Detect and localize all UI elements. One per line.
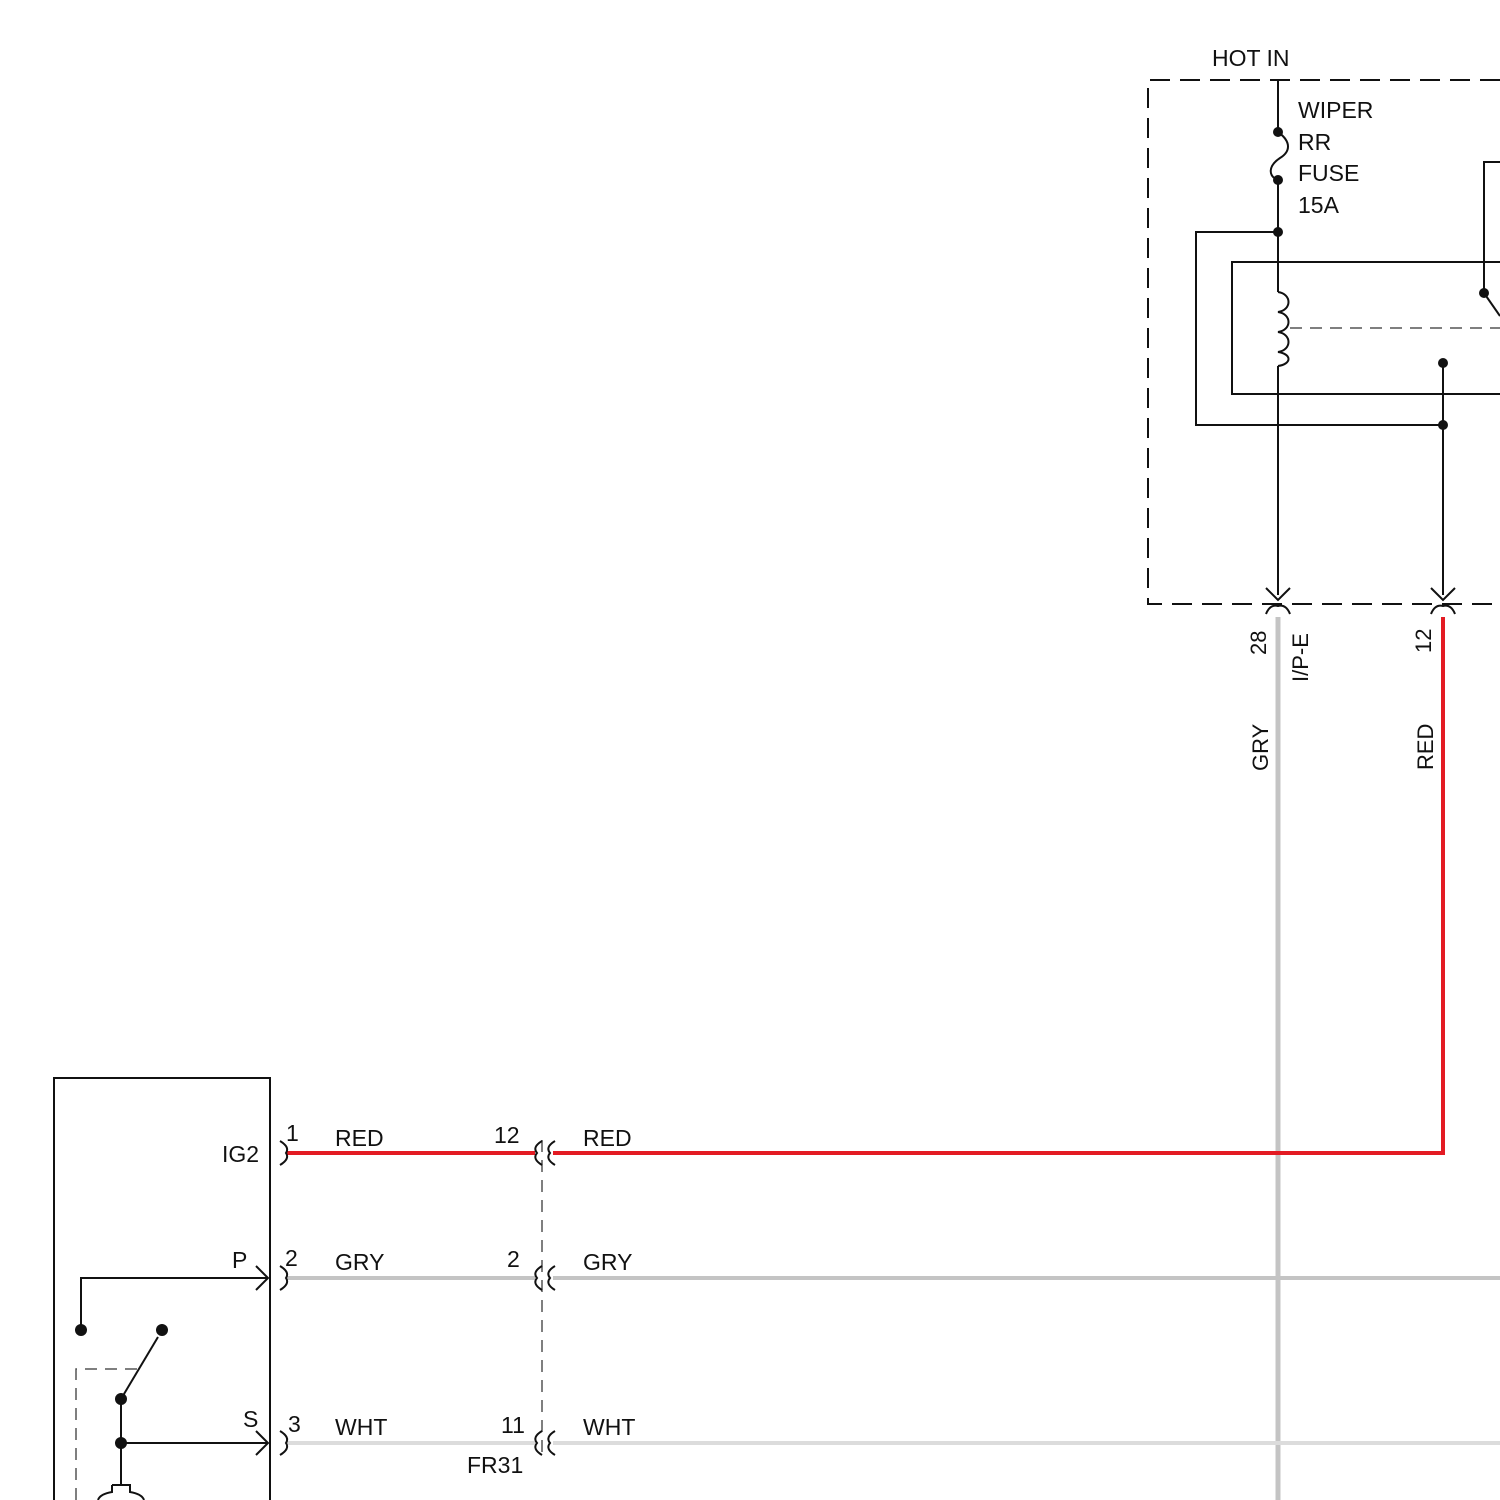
wires [287,617,1500,1500]
switch-linkage [76,1369,138,1500]
fr31-pin-12-icon [535,1141,555,1165]
fr31-pin-12-number: 12 [494,1122,520,1148]
module-red-label: RED [335,1125,384,1151]
module-pin-3-number: 3 [288,1411,301,1437]
gry-color-label-vertical: GRY [1248,723,1273,771]
terminal-ig2-label: IG2 [222,1141,259,1167]
fuse-block-dashed-border [1148,80,1500,604]
connector-ipe-label: I/P-E [1288,633,1313,682]
module-gry-label: GRY [335,1249,384,1275]
hot-in-label: HOT IN [1212,45,1290,71]
switch-module: IG2 P S 1 2 3 RED GRY WHT [54,1078,387,1500]
harness-red-label: RED [583,1125,632,1151]
fuse-icon [1271,132,1288,180]
fr31-pin-2-icon [535,1266,555,1290]
inline-connector-fr31: 12 2 11 FR31 RED GRY WHT [467,1122,635,1478]
fuse-label-line-4: 15A [1298,192,1340,218]
harness-wht-label: WHT [583,1414,635,1440]
fuse-block: HOT IN WIPER RR FUSE 15A [1148,45,1500,771]
module-wht-label: WHT [335,1414,387,1440]
fuse-label-line-1: WIPER [1298,97,1373,123]
pin-28-label: 28 [1246,631,1271,655]
module-pin-2-number: 2 [285,1245,298,1271]
terminal-p-label: P [232,1247,247,1273]
red-wire-vertical [553,617,1443,1153]
fr31-label: FR31 [467,1452,523,1478]
fr31-pin-2-number: 2 [507,1246,520,1272]
pin-12-label: 12 [1411,629,1436,653]
fuse-label-line-2: RR [1298,129,1331,155]
terminal-s-label: S [243,1406,258,1432]
switch-arm [121,1337,158,1399]
switch-actuator-icon [98,1485,144,1500]
module-pin-3-icon [280,1431,287,1455]
fr31-pin-11-icon [535,1431,555,1455]
module-pin-1-number: 1 [286,1120,299,1146]
fr31-pin-11-number: 11 [501,1412,525,1438]
relay-coil-icon [1278,292,1289,366]
red-color-label-vertical: RED [1413,724,1438,770]
fuse-label-line-3: FUSE [1298,160,1359,186]
harness-gry-label: GRY [583,1249,632,1275]
